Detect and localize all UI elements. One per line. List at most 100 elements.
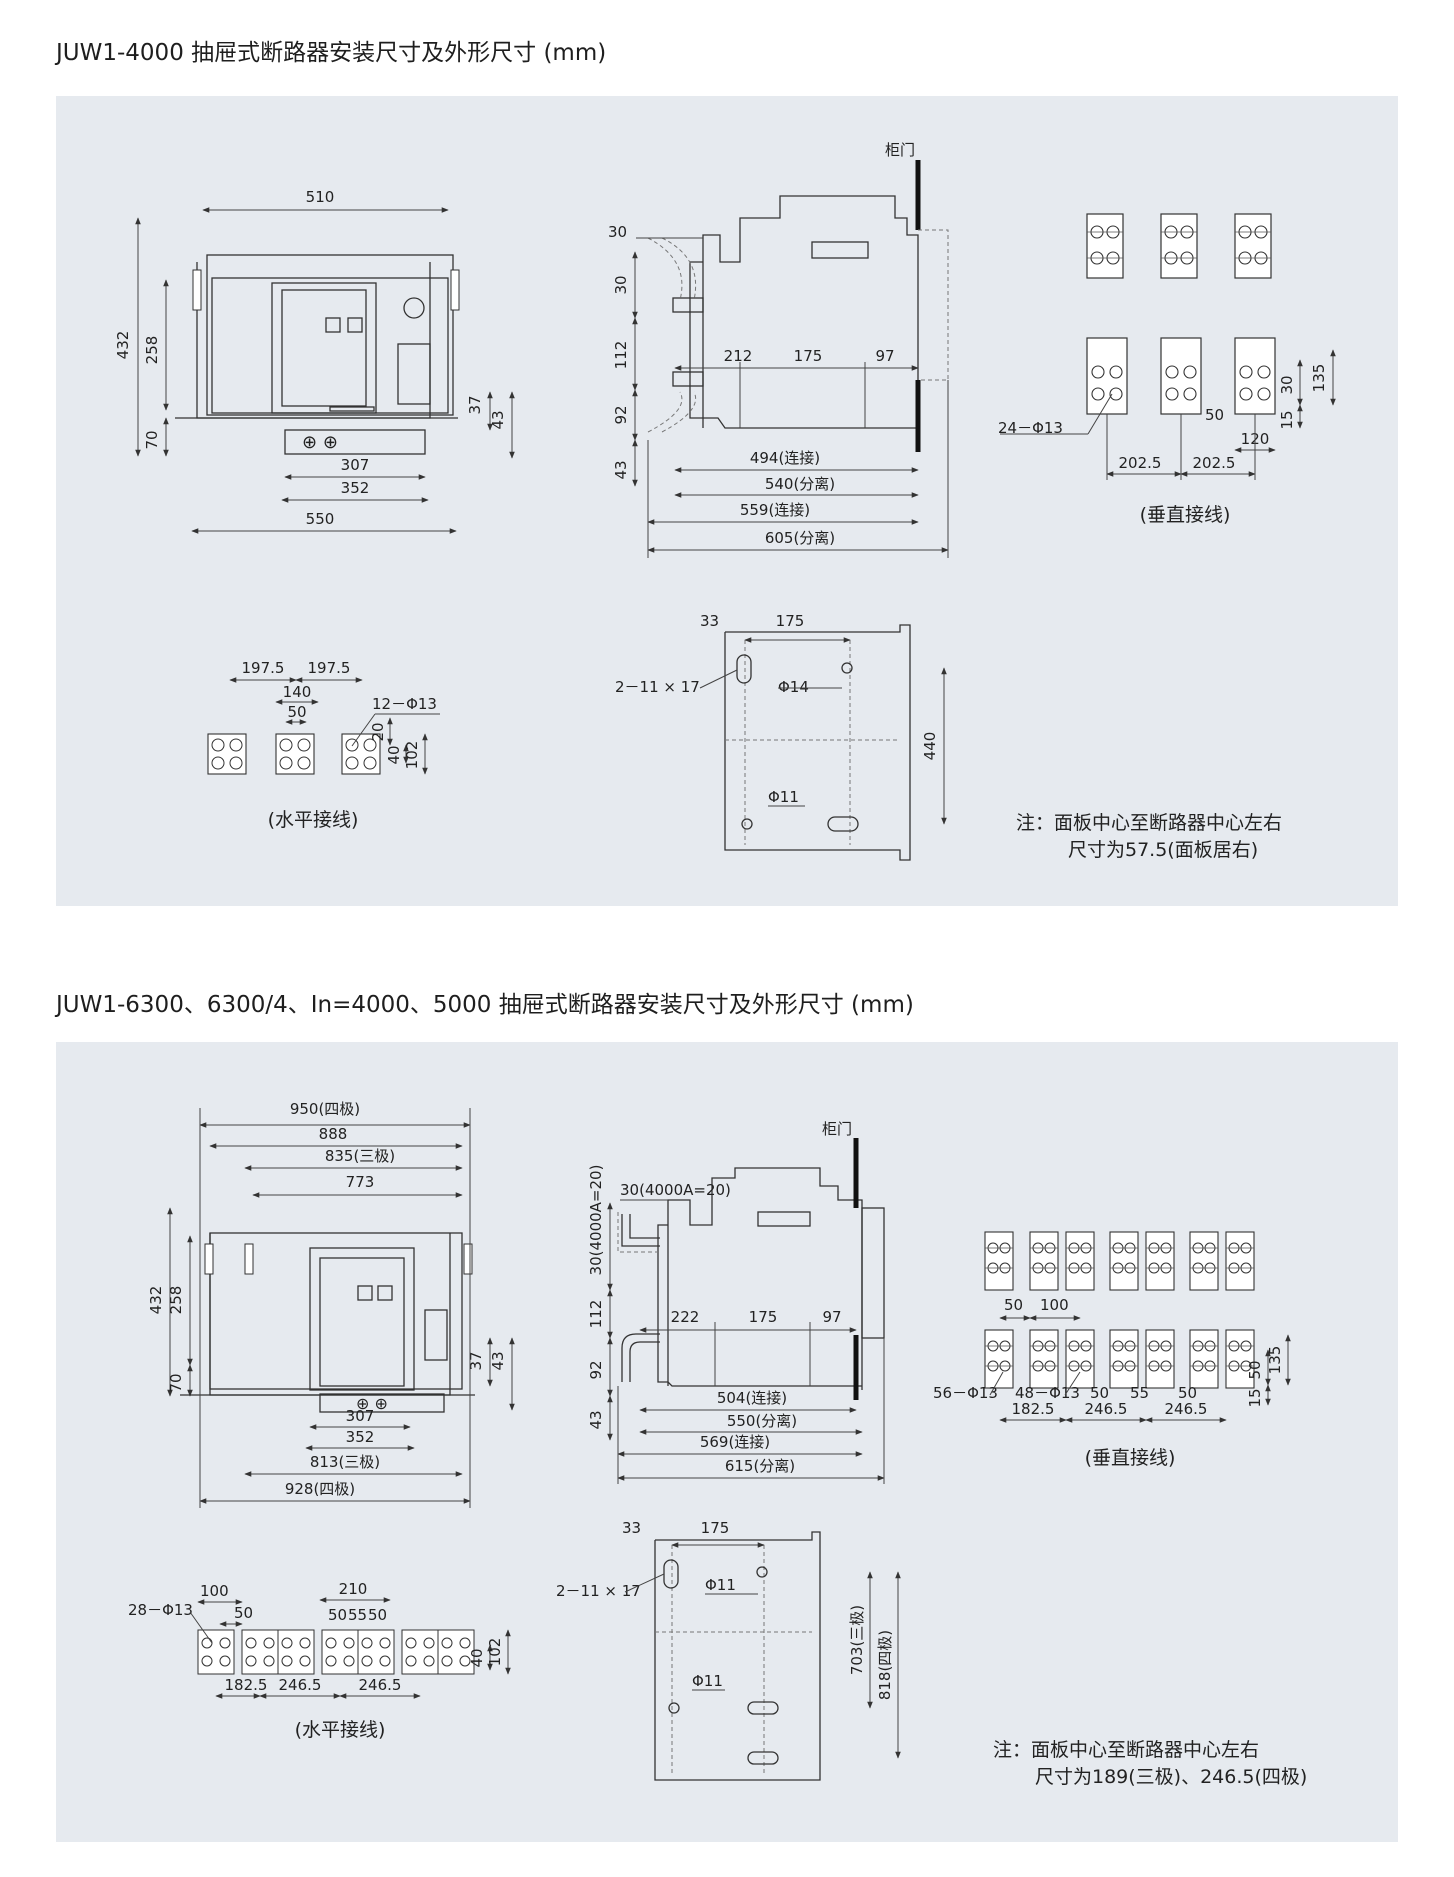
door-label-2: 柜门 — [822, 1120, 852, 1138]
dim2-h-2465b: 246.5 — [359, 1676, 402, 1694]
dim-v-50: 50 — [1205, 406, 1224, 424]
section1-front-view: ⊕ ⊕ 510 432 258 70 37 43 307 352 550 — [114, 188, 515, 534]
dim2-v-50a: 50 — [1004, 1296, 1023, 1314]
dim2-h-1825: 182.5 — [225, 1676, 268, 1694]
dim-side-30a: 30 — [608, 223, 627, 241]
svg-text:⊕ ⊕: ⊕ ⊕ — [356, 1394, 388, 1413]
bus-bar — [1086, 213, 1124, 279]
dim2-side-550: 550(分离) — [727, 1412, 797, 1430]
dim2-h-102: 102 — [486, 1638, 504, 1667]
dim2-773: 773 — [346, 1173, 375, 1191]
dim-v-2025a: 202.5 — [1119, 454, 1162, 472]
dim-550: 550 — [306, 510, 335, 528]
bus-bar — [1160, 213, 1198, 279]
dim-352: 352 — [341, 479, 370, 497]
dim-side-605: 605(分离) — [765, 529, 835, 547]
dim-h-140: 140 — [283, 683, 312, 701]
dim2-side-92: 92 — [587, 1360, 605, 1379]
dim-side-92: 92 — [612, 405, 630, 424]
dim-h-102: 102 — [403, 741, 421, 770]
bus-bar — [197, 1629, 235, 1675]
bus-bar — [1029, 1231, 1059, 1291]
dim2-side-112: 112 — [587, 1300, 605, 1329]
dim2-950: 950(四极) — [290, 1100, 360, 1118]
dim2-side-175: 175 — [749, 1308, 778, 1326]
dim2-v-100: 100 — [1040, 1296, 1069, 1314]
dim2-307: 307 — [346, 1407, 375, 1425]
note2-line1: 注：面板中心至断路器中心左右 — [993, 1739, 1259, 1761]
bus-bar — [1189, 1231, 1219, 1291]
dim-v-135: 135 — [1310, 364, 1328, 393]
holes-56: 56－Φ13 — [933, 1384, 998, 1402]
bus-bar — [1225, 1231, 1255, 1291]
dim2-h-2465a: 246.5 — [279, 1676, 322, 1694]
dim-v-2025b: 202.5 — [1193, 454, 1236, 472]
dim2-v-50v: 50 — [1246, 1360, 1264, 1379]
dim-side-212: 212 — [724, 347, 753, 365]
section2-vertical-connection: 50 100 56－Φ13 48－Φ13 50 55 50 50 135 15 … — [933, 1231, 1291, 1469]
dim2-m-818: 818(四极) — [876, 1630, 894, 1700]
bus-bar — [1065, 1329, 1095, 1389]
vertical-caption-2: (垂直接线) — [1085, 1447, 1176, 1469]
holes-24: 24－Φ13 — [998, 419, 1063, 437]
dim2-side-569: 569(连接) — [700, 1433, 770, 1451]
bus-bar — [1189, 1329, 1219, 1389]
phi11-label-a: Φ11 — [705, 1576, 736, 1594]
section2-mounting-view: 33 175 2－11 × 17 Φ11 Φ11 703(三极) 818(四极) — [556, 1519, 901, 1781]
dim-side-30b: 30 — [612, 275, 630, 294]
dim2-v-2465b: 246.5 — [1165, 1400, 1208, 1418]
bus-bar — [401, 1629, 439, 1675]
section1-title: JUW1-4000 抽屉式断路器安装尺寸及外形尺寸 (mm) — [56, 40, 607, 66]
dim2-813: 813(三极) — [310, 1453, 380, 1471]
dim2-v-50c: 50 — [1178, 1384, 1197, 1402]
bus-bar — [984, 1231, 1014, 1291]
dim-h-50: 50 — [287, 703, 306, 721]
dim2-h-40: 40 — [468, 1648, 486, 1667]
horizontal-caption-1: (水平接线) — [268, 809, 359, 831]
bus-bar — [1145, 1329, 1175, 1389]
dim-side-43: 43 — [612, 460, 630, 479]
dim-h-1975a: 197.5 — [242, 659, 285, 677]
dim2-side-43: 43 — [587, 1410, 605, 1429]
door-label: 柜门 — [885, 141, 915, 159]
phi11-label: Φ11 — [768, 788, 799, 806]
bus-bar — [1234, 213, 1272, 279]
dim-432: 432 — [114, 331, 132, 360]
holes-12: 12－Φ13 — [372, 695, 437, 713]
dim2-888: 888 — [319, 1125, 348, 1143]
dim-37: 37 — [466, 395, 484, 414]
bus-bar — [207, 733, 247, 775]
dim2-928: 928(四极) — [285, 1480, 355, 1498]
section2-drawing-panel — [56, 1042, 1398, 1842]
dim2-37: 37 — [467, 1351, 485, 1370]
dim2-side-615: 615(分离) — [725, 1457, 795, 1475]
dim2-v-135: 135 — [1266, 1346, 1284, 1375]
section1-vertical-connection: 24－Φ13 50 120 30 135 15 202.5 202.5 (垂直接… — [998, 213, 1336, 526]
bus-bar — [1065, 1231, 1095, 1291]
note1-line2: 尺寸为57.5(面板居右) — [1068, 839, 1258, 861]
slot-label-1: 2－11 × 17 — [615, 678, 700, 696]
dim-307: 307 — [341, 456, 370, 474]
dim2-side-222: 222 — [671, 1308, 700, 1326]
bus-bar — [1029, 1329, 1059, 1389]
dim2-side-504: 504(连接) — [717, 1389, 787, 1407]
section2-side-view: 柜门 30(4000A=20) 30(4000A=20) 112 92 43 2… — [587, 1120, 885, 1484]
bus-bar — [1109, 1329, 1139, 1389]
dim2-m-175: 175 — [701, 1519, 730, 1537]
bus-bar — [321, 1629, 359, 1675]
dim-m-440: 440 — [921, 732, 939, 761]
dim-510: 510 — [306, 188, 335, 206]
note1-line1: 注：面板中心至断路器中心左右 — [1016, 812, 1282, 834]
dim-m-33: 33 — [700, 612, 719, 630]
dim2-side-30h: 30(4000A=20) — [620, 1181, 731, 1199]
dim2-h-50a: 50 — [328, 1606, 347, 1624]
vertical-caption-1: (垂直接线) — [1140, 504, 1231, 526]
section2-horizontal-connection: 28－Φ13 100 50 210 50 55 50 40 102 182.5 … — [128, 1580, 511, 1741]
dim2-43: 43 — [489, 1351, 507, 1370]
section1-horizontal-connection: 197.5 197.5 140 50 12－Φ13 20 40 102 (水平接… — [207, 659, 440, 831]
dim2-side-30v: 30(4000A=20) — [587, 1165, 605, 1276]
dim-70: 70 — [143, 430, 161, 449]
dim2-v-55: 55 — [1130, 1384, 1149, 1402]
dim2-v-2465a: 246.5 — [1085, 1400, 1128, 1418]
bus-bar — [1145, 1231, 1175, 1291]
